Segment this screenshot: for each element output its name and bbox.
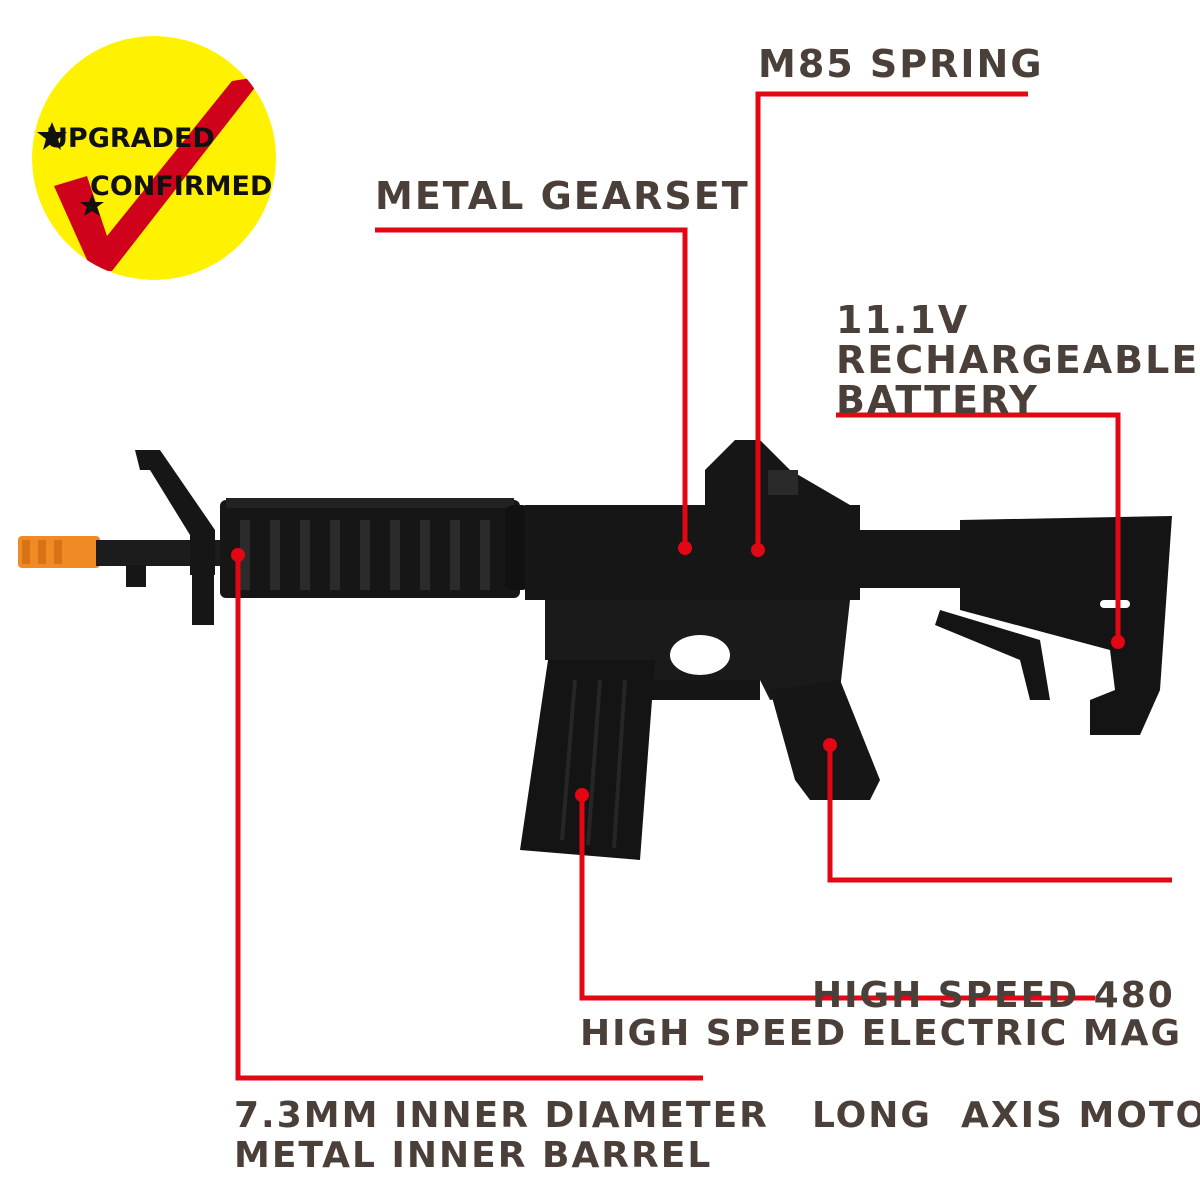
callout-battery-line-2: RECHARGEABLE [836,338,1200,382]
badge-line-1: UPGRADED [46,123,215,154]
callout-motor-line-2: LONG AXIS MOTOR [812,1095,1200,1136]
badge-line-2: CONFIRMED [90,171,273,202]
leader-line-m85-spring [755,91,1028,550]
callout-battery-line-3: BATTERY [836,378,1039,422]
callout-barrel-line-2: METAL INNER BARREL [234,1135,713,1176]
marker-dot-barrel [231,548,245,562]
leader-line-barrel [235,555,703,1081]
marker-dot-metal-gearset [678,541,692,555]
callout-barrel: 7.3MM INNER DIAMETER METAL INNER BARREL [234,1096,769,1176]
callout-metal-gearset: METAL GEARSET [375,176,750,216]
marker-dot-battery [1111,635,1125,649]
upgraded-confirmed-badge: UPGRADED CONFIRMED [32,36,276,280]
callout-mag-text: HIGH SPEED ELECTRIC MAG [580,1013,1183,1054]
callout-barrel-line-1: 7.3MM INNER DIAMETER [234,1095,769,1136]
marker-dot-m85-spring [751,543,765,557]
callout-m85-spring-text: M85 SPRING [758,42,1044,86]
callout-battery: 11.1V RECHARGEABLE BATTERY [836,300,1199,420]
marker-dot-motor [823,738,837,752]
callout-metal-gearset-text: METAL GEARSET [375,174,750,218]
badge-graphic [32,36,276,280]
callout-motor-line-1: HIGH SPEED 480 [812,975,1175,1016]
callout-mag: HIGH SPEED ELECTRIC MAG [580,1014,1182,1054]
leader-line-motor [827,745,1172,883]
marker-dot-mag [575,788,589,802]
callout-battery-line-1: 11.1V [836,298,970,342]
leader-line-battery [836,412,1121,642]
checkmark-icon [54,76,264,271]
callout-m85-spring: M85 SPRING [758,44,1044,84]
leader-line-metal-gearset [375,227,688,548]
leader-line-mag [579,795,1095,1001]
star-icon [37,122,67,150]
callout-motor: HIGH SPEED 480 LONG AXIS MOTOR [812,896,1200,1176]
